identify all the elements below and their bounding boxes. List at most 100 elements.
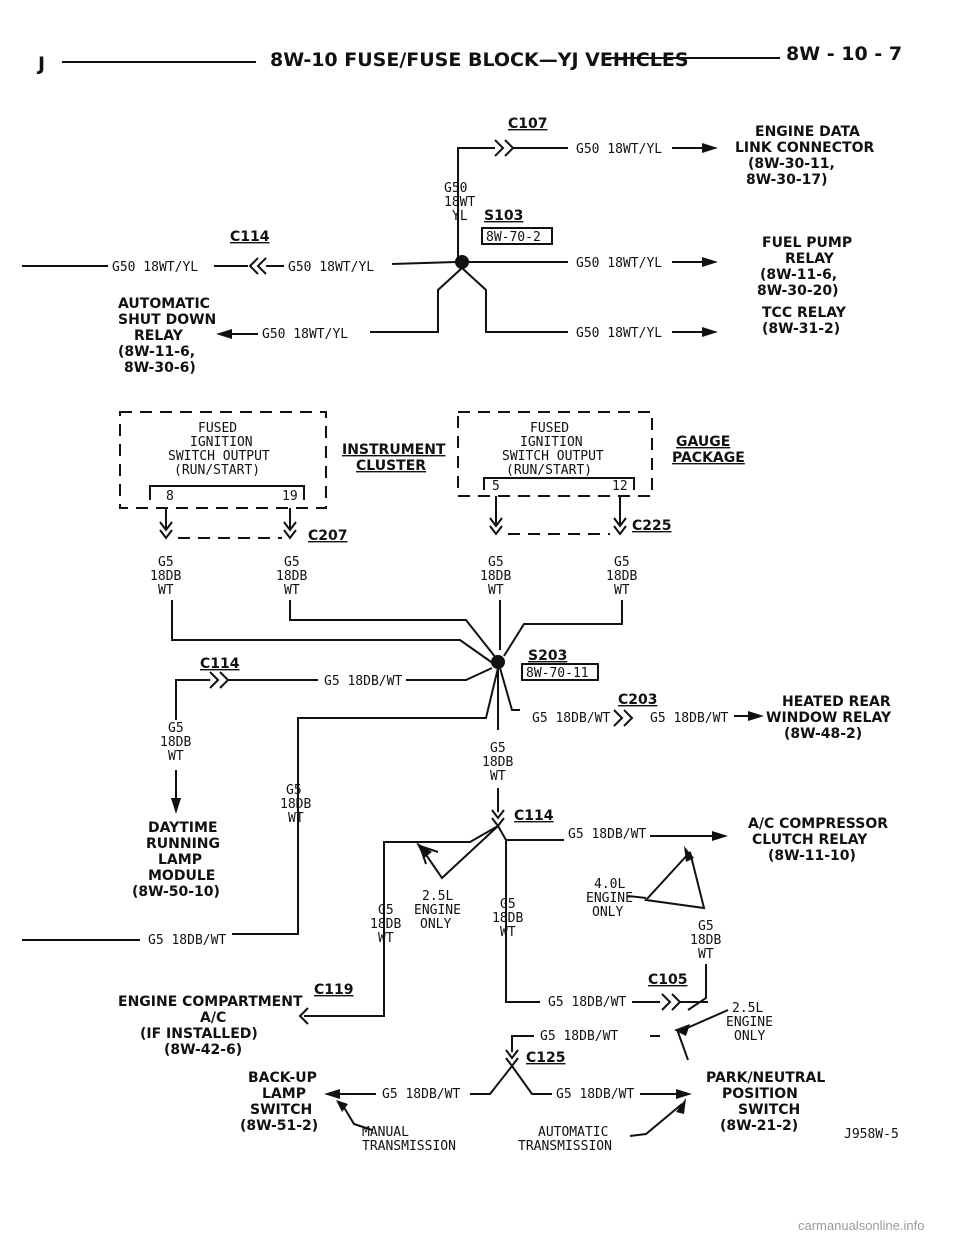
circuit-g50-vertical-3: YL	[452, 209, 468, 224]
connector-label-c203: C203	[618, 692, 658, 708]
circuit-drl-1: G5	[168, 721, 184, 736]
arrow-drl	[171, 798, 181, 814]
ref-box-s103	[481, 227, 553, 245]
wire-automatic-leader	[629, 1103, 683, 1137]
wire-drl-to-s203	[406, 667, 493, 681]
wire-to-c125	[511, 1035, 534, 1052]
circuit-c225-right-1: G5	[614, 555, 630, 570]
circuit-center-1: G5	[490, 741, 506, 756]
fuse-box-gauge-line1: FUSED	[530, 421, 569, 436]
circuit-label-g50-input: G50 18WT/YL	[112, 260, 198, 275]
circuit-label-g50-tcc: G50 18WT/YL	[576, 326, 662, 341]
fuse-box-gauge-line4: (RUN/START)	[506, 463, 592, 478]
wire-4.0l-ac-loop	[643, 851, 706, 910]
splice-s103-dot	[455, 255, 469, 269]
circuit-drl-3: WT	[168, 749, 184, 764]
connector-c114-symbol-b	[256, 257, 267, 275]
connector-label-c125: C125	[526, 1050, 566, 1066]
connector-label-c225: C225	[632, 518, 672, 534]
arrow-parkneutral	[676, 1089, 692, 1099]
dest-drl-4: MODULE	[148, 868, 215, 884]
arrow-2.5l-lower	[674, 1024, 690, 1036]
connector-c207-pin-right	[283, 508, 297, 540]
connector-label-c119: C119	[314, 982, 354, 998]
circuit-center-lower-3: WT	[500, 925, 516, 940]
wire-c125-to-parkneutral	[511, 1065, 552, 1095]
dest-backup-4: (8W-51-2)	[240, 1118, 318, 1134]
dest-ac-2: CLUTCH RELAY	[752, 832, 868, 848]
wire-4.0l-note	[627, 895, 647, 899]
dest-heated-1: HEATED REAR	[782, 694, 891, 710]
wire-drl-up	[175, 679, 210, 720]
splice-s203-dot	[491, 655, 505, 669]
note-automatic-2: TRANSMISSION	[518, 1139, 612, 1154]
dest-asd-5: 8W-30-6)	[124, 360, 196, 376]
connector-c225-pin-right	[613, 496, 627, 536]
fuse-box-gauge-line2: IGNITION	[520, 435, 583, 450]
dest-asd-2: SHUT DOWN	[118, 312, 216, 328]
connector-label-c207: C207	[308, 528, 348, 544]
wire-manual-leader	[341, 1103, 373, 1131]
dest-fuelpump-3: (8W-11-6,	[760, 267, 837, 283]
splice-label-s203: S203	[528, 648, 567, 664]
dest-backup-1: BACK-UP	[248, 1070, 317, 1086]
fuse-box-gauge	[457, 411, 653, 497]
circuit-label-g50-asd: G50 18WT/YL	[262, 327, 348, 342]
connector-c105-symbol	[661, 993, 682, 1011]
connector-c114-mid-symbol	[209, 671, 230, 689]
circuit-c207-left-2: 18DB	[150, 569, 181, 584]
dest-heated-2: WINDOW RELAY	[766, 710, 892, 726]
circuit-right-lower-2: 18DB	[690, 933, 721, 948]
connector-label-c114-top: C114	[230, 229, 270, 245]
note-2.5l-1: 2.5L	[422, 889, 453, 904]
circuit-label-g5-c203-out: G5 18DB/WT	[650, 711, 728, 726]
note-manual-2: TRANSMISSION	[362, 1139, 456, 1154]
connector-c125-symbol	[505, 1049, 519, 1068]
dest-ac-3: (8W-11-10)	[768, 848, 856, 864]
fuse-box-instrument-pin-a: 8	[166, 489, 174, 504]
circuit-label-g5-c203-in: G5 18DB/WT	[532, 711, 610, 726]
connector-label-c114-mid: C114	[200, 656, 240, 672]
dest-datalink-1: ENGINE DATA	[755, 124, 860, 140]
wire-s203-left-long	[232, 667, 499, 935]
circuit-label-g5-parkneutral: G5 18DB/WT	[556, 1087, 634, 1102]
header-left: J	[36, 53, 45, 75]
dest-asd-3: RELAY	[134, 328, 184, 344]
dest-asd-4: (8W-11-6,	[118, 344, 195, 360]
dest-drl-2: RUNNING	[146, 836, 220, 852]
dest-parkneutral-2: POSITION	[722, 1086, 798, 1102]
connector-label-c105: C105	[648, 972, 688, 988]
connector-c114-symbol-a	[248, 257, 259, 275]
wire-to-s103	[391, 261, 457, 265]
arrow-datalink	[702, 143, 718, 153]
dest-fuelpump-1: FUEL PUMP	[762, 235, 852, 251]
dest-drl-3: LAMP	[158, 852, 202, 868]
fuse-box-instrument-label-1: INSTRUMENT	[342, 442, 446, 458]
fuse-box-instrument-inner	[149, 485, 305, 500]
circuit-c225-right-2: 18DB	[606, 569, 637, 584]
header-title: 8W-10 FUSE/FUSE BLOCK—YJ VEHICLES	[270, 49, 689, 71]
circuit-label-g5-backup: G5 18DB/WT	[382, 1087, 460, 1102]
note-4.0l-2: ENGINE	[586, 891, 633, 906]
dest-heated-3: (8W-48-2)	[784, 726, 862, 742]
dest-backup-2: LAMP	[262, 1086, 306, 1102]
circuit-c207-right-3: WT	[284, 583, 300, 598]
circuit-label-g50-datalink: G50 18WT/YL	[576, 142, 662, 157]
wire-right-to-c105	[687, 964, 707, 1011]
fuse-box-instrument-pin-b: 19	[282, 489, 298, 504]
arrow-automatic	[676, 1098, 686, 1114]
fuse-box-instrument-label-2: CLUSTER	[356, 458, 426, 474]
fuse-box-instrument-line3: SWITCH OUTPUT	[168, 449, 270, 464]
note-automatic-1: AUTOMATIC	[538, 1125, 608, 1140]
wire-g50-up	[457, 147, 495, 240]
dest-tcc-2: (8W-31-2)	[762, 321, 840, 337]
dest-drl-1: DAYTIME	[148, 820, 218, 836]
arrow-2.5l-branch	[416, 842, 432, 858]
note-4.0l-1: 4.0L	[594, 877, 625, 892]
fuse-box-gauge-pin-a: 5	[492, 479, 500, 494]
arrow-heated-window	[748, 711, 764, 721]
circuit-label-g50-fuelpump: G50 18WT/YL	[576, 256, 662, 271]
dest-fuelpump-2: RELAY	[785, 251, 835, 267]
circuit-c207-left-1: G5	[158, 555, 174, 570]
